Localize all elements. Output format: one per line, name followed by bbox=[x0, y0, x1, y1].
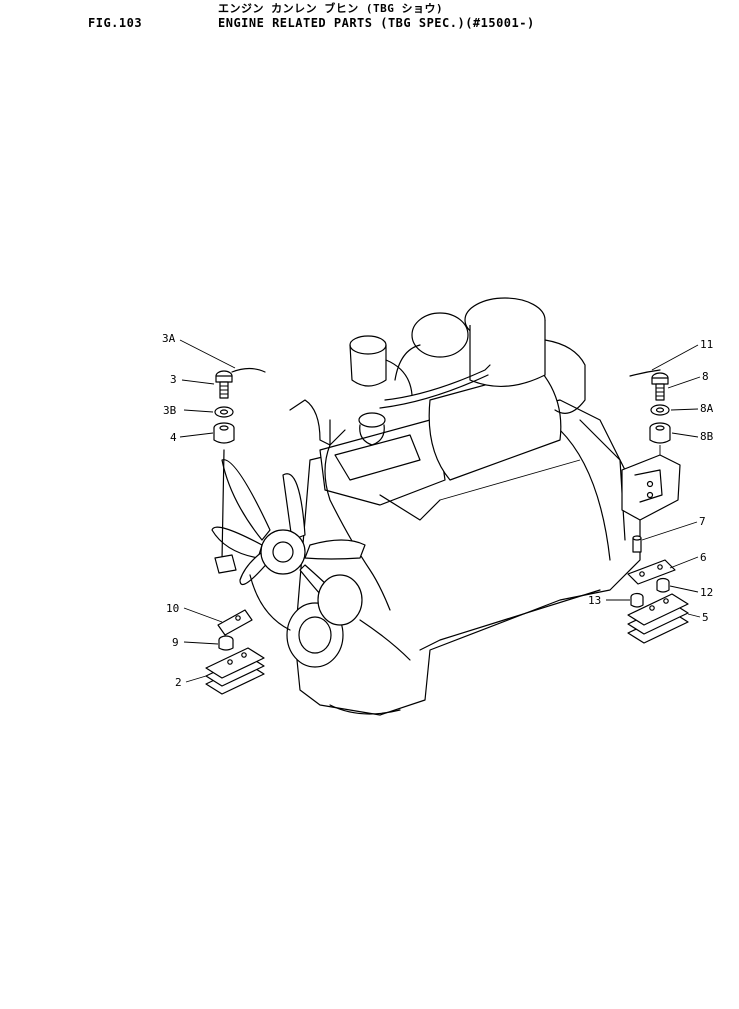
part-8a-washer bbox=[650, 404, 670, 416]
callout-3a: 3A bbox=[162, 332, 176, 345]
callout-3b: 3B bbox=[163, 404, 177, 417]
callout-12: 12 bbox=[700, 586, 713, 599]
callout-4: 4 bbox=[170, 431, 177, 444]
part-6-plate bbox=[627, 559, 676, 585]
callout-2: 2 bbox=[175, 676, 182, 689]
part-10-plate bbox=[217, 609, 253, 636]
part-9-nut bbox=[218, 635, 234, 651]
title-japanese: エンジン カンレン ブヒン (TBG ショウ) bbox=[218, 2, 444, 15]
air-cleaner bbox=[394, 297, 586, 481]
part-8-bolt bbox=[651, 372, 669, 401]
part-4-collar bbox=[213, 422, 235, 444]
callout-10: 10 bbox=[166, 602, 179, 615]
part-11-wire bbox=[629, 369, 661, 377]
part-3b-washer bbox=[214, 406, 234, 418]
callout-labels: 3A 3 3B 4 10 9 2 11 8 8A 8B 7 6 12 13 5 bbox=[162, 332, 714, 689]
front-pulleys bbox=[249, 574, 411, 668]
callout-6: 6 bbox=[700, 551, 707, 564]
part-5-mount bbox=[627, 593, 689, 644]
callout-13: 13 bbox=[588, 594, 601, 607]
part-3-bolt bbox=[215, 370, 233, 399]
part-12-nut bbox=[656, 577, 670, 593]
part-13-nut bbox=[630, 592, 644, 608]
right-mount-bracket bbox=[621, 445, 681, 521]
leader-lines bbox=[179, 339, 701, 683]
part-7-stud bbox=[632, 535, 642, 553]
title-english: ENGINE RELATED PARTS (TBG SPEC.)(#15001-… bbox=[218, 16, 535, 30]
exhaust-pipe bbox=[289, 335, 491, 611]
callout-8a: 8A bbox=[700, 402, 714, 415]
part-3a-wire bbox=[231, 367, 266, 373]
callout-3: 3 bbox=[170, 373, 177, 386]
callout-11: 11 bbox=[700, 338, 713, 351]
callout-5: 5 bbox=[702, 611, 709, 624]
part-2-mount bbox=[205, 647, 265, 695]
callout-9: 9 bbox=[172, 636, 179, 649]
figure-number: FIG.103 bbox=[88, 16, 143, 30]
callout-7: 7 bbox=[699, 515, 706, 528]
callout-8b: 8B bbox=[700, 430, 714, 443]
left-mount-bracket bbox=[214, 449, 237, 574]
part-8b-collar bbox=[649, 422, 671, 444]
callout-8: 8 bbox=[702, 370, 709, 383]
